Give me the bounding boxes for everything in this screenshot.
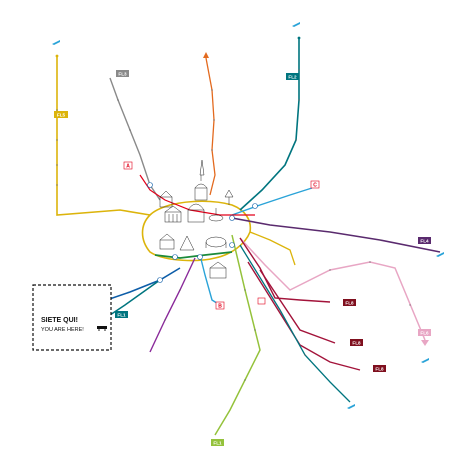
badge-fl8-c: FL8 xyxy=(373,365,386,372)
interchange-node xyxy=(172,254,178,260)
cathedral-icon xyxy=(194,175,208,201)
svg-text:C: C xyxy=(313,183,317,189)
line-fl7-path xyxy=(94,267,181,305)
svg-text:FL6: FL6 xyxy=(420,331,429,336)
statue-icon xyxy=(224,189,234,205)
temple-icon xyxy=(159,233,175,250)
badge-fl4: FL4 xyxy=(418,237,431,244)
arrow-icon xyxy=(421,340,429,346)
line-metro-a xyxy=(139,174,255,216)
palace-icon xyxy=(209,261,227,279)
line-orange-path xyxy=(205,57,216,196)
monument-icon xyxy=(159,190,173,208)
you-are-here-title: SIETE QUI! xyxy=(41,317,78,324)
svg-text:FL5: FL5 xyxy=(57,113,66,118)
svg-text:FL1: FL1 xyxy=(213,441,222,446)
line-fl8-path xyxy=(239,237,331,303)
interchange-node xyxy=(197,254,203,260)
station-dots xyxy=(56,69,411,381)
interchange-node xyxy=(147,182,153,188)
metro-marker xyxy=(257,297,266,305)
line-purple-sw-path xyxy=(149,257,196,353)
badge-fl2: FL2 xyxy=(286,73,299,80)
terminal-arrows xyxy=(52,22,444,409)
line-fl8-branch-c xyxy=(247,261,361,371)
colonnade-icon xyxy=(164,205,182,223)
colosseum-icon xyxy=(205,236,227,248)
dome-icon xyxy=(187,203,205,223)
train-icon xyxy=(421,358,429,363)
you-are-here-subtitle: YOU ARE HERE! xyxy=(41,327,84,333)
obelisk-icon xyxy=(199,159,205,176)
svg-text:A: A xyxy=(126,164,130,170)
badge-metro-c: C xyxy=(310,180,320,189)
badge-metro-a: A xyxy=(123,161,133,170)
badge-fl1-b: FL1 xyxy=(115,311,128,318)
badge-fl6: FL6 xyxy=(418,329,431,336)
landmarks xyxy=(159,159,234,279)
svg-text:FL2: FL2 xyxy=(288,75,297,80)
svg-text:FL8: FL8 xyxy=(375,367,384,372)
line-fl5-path xyxy=(56,56,151,216)
train-icon xyxy=(347,404,355,409)
line-lightblue-path xyxy=(231,187,313,216)
line-yellow-se xyxy=(249,231,296,266)
train-icon xyxy=(436,252,444,257)
interchange-node xyxy=(157,277,163,283)
badge-fl5: FL5 xyxy=(54,111,68,118)
badge-fl3: FL3 xyxy=(116,70,129,77)
train-icon xyxy=(97,326,107,331)
train-icon xyxy=(52,40,60,45)
interchange-node xyxy=(229,215,235,221)
line-fl5 xyxy=(55,54,151,216)
svg-text:FL1: FL1 xyxy=(117,313,126,318)
pyramid-icon xyxy=(179,235,195,251)
arrow-icon xyxy=(203,52,209,58)
svg-text:B: B xyxy=(218,304,222,310)
svg-text:FL3: FL3 xyxy=(118,72,127,77)
line-fl3-path xyxy=(109,77,161,201)
svg-text:FL8: FL8 xyxy=(352,341,361,346)
badge-fl8-a: FL8 xyxy=(343,299,356,306)
you-are-here-box: SIETE QUI! YOU ARE HERE! xyxy=(32,284,112,351)
interchange-node xyxy=(252,203,258,209)
line-fl8-branch-b xyxy=(259,269,336,344)
badge-fl8-b: FL8 xyxy=(350,339,363,346)
badge-metro-b: B xyxy=(215,301,225,310)
badge-fl1: FL1 xyxy=(211,439,224,446)
line-fl2-path xyxy=(239,38,300,211)
line-urban-green xyxy=(154,251,233,259)
svg-text:FL8: FL8 xyxy=(345,301,354,306)
line-fl4-path xyxy=(231,217,441,253)
train-icon xyxy=(292,22,300,27)
interchange-node xyxy=(229,242,235,248)
interchanges xyxy=(147,182,258,283)
fountain-icon xyxy=(208,208,224,222)
svg-text:FL4: FL4 xyxy=(420,239,429,244)
